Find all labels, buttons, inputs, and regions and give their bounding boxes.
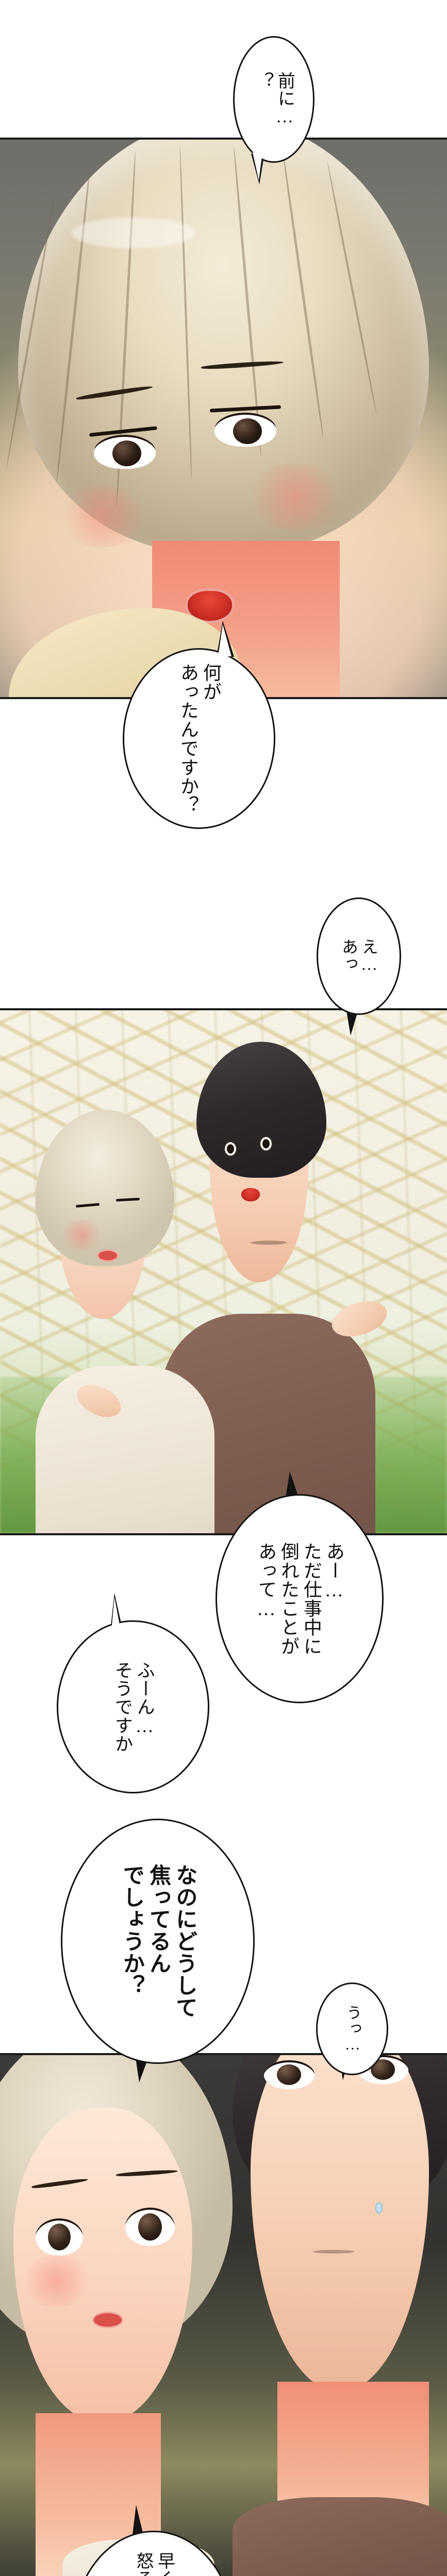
panel-3-dark-closeup [0,2053,447,2576]
bubble-fuun: ふーん… そうですか [57,1620,209,1793]
man-eye-left [223,1141,237,1157]
man-shirt [232,2497,447,2576]
man-neck-shadow [250,1240,287,1245]
bubble-tail-fill [218,624,231,656]
woman-eye-right [125,2208,175,2246]
woman-eye-left [94,435,156,469]
hair-highlight [71,217,195,249]
panel-1-closeup-woman [0,138,447,699]
woman-cheek [58,1219,105,1250]
bubble-nanoni: なのにどうして 焦ってるん でしょうか？ [61,1819,255,2064]
woman-hair [36,1109,175,1267]
bubble-aa-tada: あー… ただ仕事中に 倒れたことが あって… [216,1494,384,1703]
man-eye-left [263,2060,314,2090]
bubble-mae-ni: 前に… ？ [233,36,314,163]
man-hair [196,1041,326,1178]
woman-top [36,1366,215,1533]
woman-cheek [18,2255,95,2307]
bubble-nani-ga: 何が あったんですか？ [123,648,275,829]
woman-eye-left [36,2218,84,2256]
woman-mouth [188,591,233,621]
cheek-blush-left [54,485,152,547]
man-mouth [241,1188,260,1202]
bubble-tail-fill [253,152,262,180]
woman-hair [18,140,429,552]
sweat-drop [375,2202,383,2214]
man-mouth [312,2250,354,2254]
cheek-blush-right [241,463,350,530]
man-face [250,2055,429,2393]
bubble-tail-fill [111,1597,121,1630]
woman-lips [94,2313,122,2327]
woman-lips [98,1250,117,1260]
woman-eye-right [214,413,277,447]
bubble-e-a: え… あっ [317,897,401,1015]
bubble-u: うっ… [316,1982,388,2075]
man-eye-right [259,1136,273,1151]
panel-2-greenhouse [0,1008,447,1535]
